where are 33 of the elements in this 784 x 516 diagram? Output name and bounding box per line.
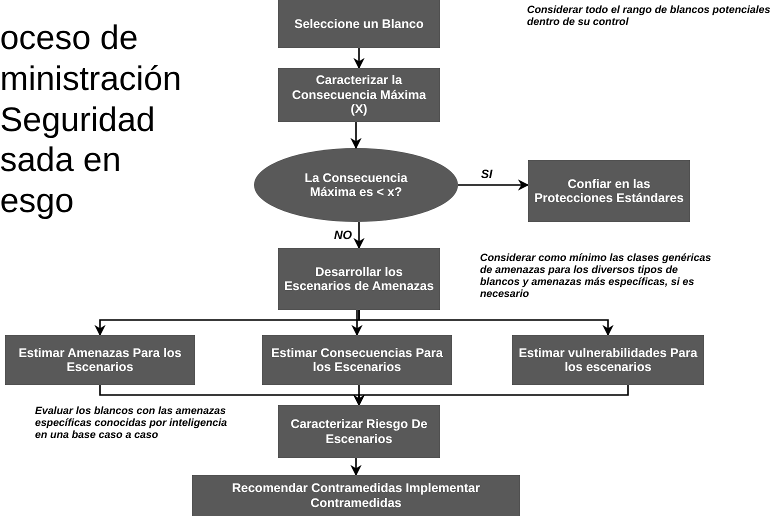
process-box	[528, 160, 690, 222]
node-text: Seleccione un Blanco	[294, 16, 424, 32]
title: oceso de ministración Seguridad sada en esgo	[0, 18, 182, 222]
process-box	[278, 0, 440, 48]
process-box	[278, 405, 440, 458]
process-box	[5, 335, 195, 385]
node-text: Confiar en las Protecciones Estándares	[533, 176, 685, 206]
node-text: Desarrollar los Escenarios de Amenazas	[283, 264, 435, 294]
arrow	[353, 385, 629, 406]
annotation-note: Considerar como mínimo las clases genéricas de amenazas para los diversos tipos de blancos y amenazas más específicas, si es necesario	[480, 252, 712, 300]
node-text: Recomendar Contramedidas Implementar Contramedidas	[231, 481, 481, 510]
node-text: La Consecuencia Máxima es < x?	[304, 170, 408, 200]
arrow	[353, 222, 365, 250]
arrow	[350, 122, 362, 150]
arrow	[353, 48, 365, 70]
process-box	[262, 335, 452, 385]
arrow	[458, 179, 530, 191]
arrow	[350, 458, 362, 476]
node-text: Caracterizar la Consecuencia Máxima (X)	[290, 73, 428, 117]
process-box	[278, 248, 440, 310]
arrow	[351, 310, 363, 336]
edge-label: SI	[480, 167, 494, 181]
node-text: Estimar vulnerabilidades Para los escenarios	[518, 346, 698, 374]
process-box	[278, 68, 440, 122]
node-text: Caracterizar Riesgo De Escenarios	[290, 417, 428, 446]
process-box	[512, 335, 704, 385]
node-text: Estimar Amenazas Para los Escenarios	[18, 346, 182, 374]
process-box	[192, 475, 520, 516]
arrow	[358, 310, 614, 336]
node-text: Estimar Consecuencias Para los Escenarios	[270, 346, 444, 374]
annotation-note: Considerar todo el rango de blancos potenciales dentro de su control	[527, 4, 772, 28]
annotation-note: Evaluar los blancos con las amenazas específicas conocidas por inteligencia en una base caso a caso	[35, 405, 228, 442]
edge-label: NO	[333, 228, 353, 242]
